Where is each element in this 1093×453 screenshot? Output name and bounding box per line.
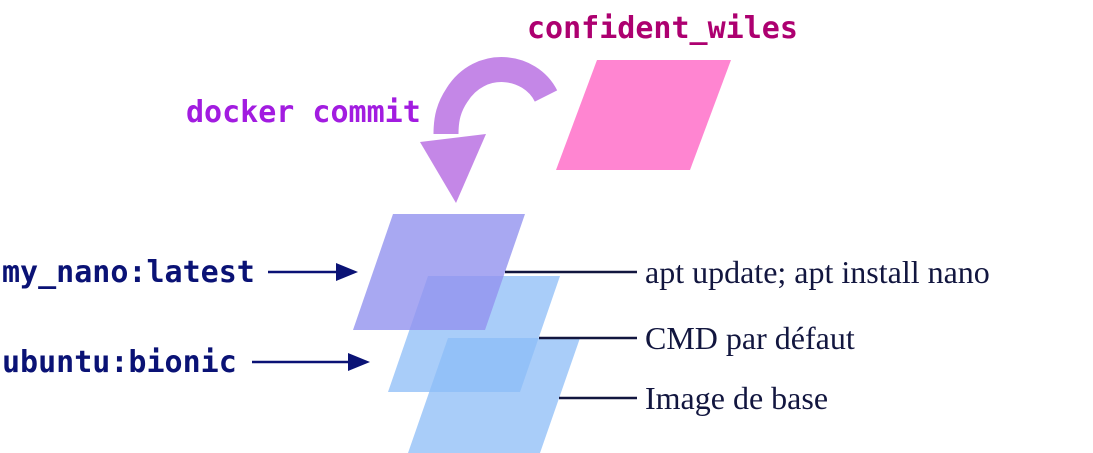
container-shape	[556, 60, 731, 170]
docker-commit-arrow	[433, 57, 558, 135]
cmd-default-label: CMD par défaut	[645, 320, 855, 356]
ubuntu-arrowhead	[348, 353, 370, 371]
my-nano-arrowhead	[336, 263, 358, 281]
docker-commit-arrowhead	[420, 134, 486, 203]
nano-command-label: apt update; apt install nano	[645, 254, 990, 290]
my-nano-layer-shape	[353, 214, 525, 330]
my-nano-tag-label: my_nano:latest	[2, 255, 255, 290]
base-image-label: Image de base	[645, 380, 828, 416]
docker-commit-label: docker commit	[186, 95, 421, 130]
ubuntu-tag-label: ubuntu:bionic	[2, 345, 237, 380]
container-name-label: confident_wiles	[527, 11, 798, 46]
